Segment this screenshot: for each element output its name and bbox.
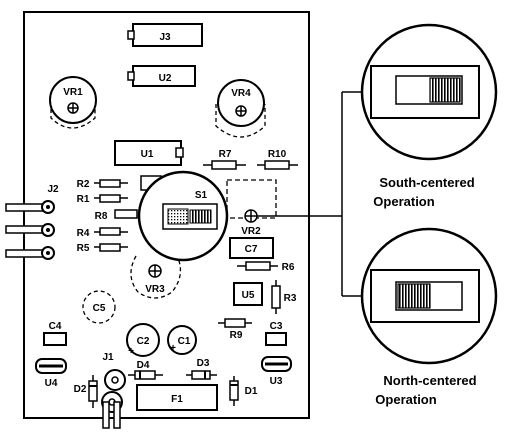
u1-label: U1 — [141, 149, 154, 160]
u2-label: U2 — [159, 73, 172, 84]
north-caption-line1: North-centered — [383, 373, 476, 388]
south-caption-line1: South-centered — [379, 175, 474, 190]
vr2-potentiometer: VR2 — [241, 209, 261, 237]
d4-diode: D4 — [128, 360, 163, 380]
svg-text:+: + — [170, 343, 176, 354]
d3-label: D3 — [197, 358, 210, 369]
d1-diode: D1 — [229, 376, 258, 406]
d2-label: D2 — [74, 384, 87, 395]
u3-chip: U3 — [261, 356, 292, 387]
u2-chip: U2 — [127, 65, 196, 87]
r7-label: R7 — [219, 149, 232, 160]
f1-label: F1 — [171, 394, 183, 405]
r9-resistor: R9 — [218, 318, 252, 341]
s1-switch: S1 — [137, 170, 229, 262]
j2-label: J2 — [47, 184, 59, 195]
vr3-label: VR3 — [145, 284, 165, 295]
c1-label: C1 — [178, 336, 191, 347]
r2-resistor: R2 — [77, 179, 128, 190]
f1-fuse: F1 — [136, 384, 218, 411]
d4-label: D4 — [137, 360, 150, 371]
j2-connector: J2 — [5, 184, 59, 260]
r10-resistor: R10 — [257, 149, 298, 170]
d2-diode: D2 — [74, 375, 98, 408]
r8-label: R8 — [95, 211, 108, 222]
u4-chip: U4 — [35, 358, 67, 389]
r4-resistor: R4 — [77, 227, 128, 239]
vr3-potentiometer: VR3 — [130, 255, 182, 299]
r3-resistor: R3 — [271, 280, 297, 314]
j3-connector: J3 — [127, 23, 203, 47]
c5-label: C5 — [93, 303, 106, 314]
c7-capacitor: C7 — [229, 237, 274, 259]
south-caption-line2: Operation — [373, 194, 434, 209]
north-centered-callout: North-centered Operation — [360, 227, 498, 407]
vr4-label: VR4 — [231, 88, 251, 99]
vr2-label: VR2 — [241, 226, 261, 237]
r8-resistor: R8 — [95, 209, 138, 222]
c1-capacitor: C1 + — [167, 325, 197, 355]
d1-label: D1 — [245, 386, 258, 397]
u1-chip: U1 — [114, 140, 184, 166]
r3-label: R3 — [284, 293, 297, 304]
r1-label: R1 — [77, 194, 90, 205]
vr1-label: VR1 — [63, 87, 83, 98]
svg-text:+: + — [128, 346, 134, 357]
c2-label: C2 — [137, 336, 150, 347]
u3-label: U3 — [270, 376, 283, 387]
vr2-outline — [226, 179, 277, 219]
r6-label: R6 — [282, 262, 295, 273]
c4-capacitor: C4 — [43, 321, 67, 346]
c4-label: C4 — [49, 321, 62, 332]
r6-resistor: R6 — [237, 261, 295, 273]
s1-label: S1 — [195, 190, 208, 201]
j1-connector: J1 — [101, 352, 126, 429]
c7-label: C7 — [245, 244, 258, 255]
north-caption-line2: Operation — [375, 392, 436, 407]
j1-label: J1 — [102, 352, 114, 363]
vr4-potentiometer: VR4 — [215, 79, 266, 138]
u4-label: U4 — [45, 378, 58, 389]
r9-label: R9 — [230, 330, 243, 341]
c2-capacitor: C2 + — [126, 323, 160, 357]
j3-label: J3 — [159, 32, 171, 43]
d3-diode: D3 — [186, 358, 217, 380]
r1-resistor: R1 — [77, 194, 128, 205]
r2-label: R2 — [77, 179, 90, 190]
c5-capacitor: C5 — [82, 290, 116, 324]
r7-resistor: R7 — [203, 149, 246, 170]
u5-label: U5 — [242, 290, 255, 301]
c3-label: C3 — [270, 321, 283, 332]
r5-label: R5 — [77, 243, 90, 254]
u5-chip: U5 — [233, 282, 263, 306]
r10-label: R10 — [268, 149, 287, 160]
c3-capacitor: C3 — [265, 321, 287, 346]
r5-resistor: R5 — [77, 243, 128, 254]
vr1-potentiometer: VR1 — [49, 76, 97, 129]
r4-label: R4 — [77, 228, 90, 239]
south-centered-callout: South-centered Operation — [360, 23, 498, 209]
callout-lines — [257, 91, 362, 297]
